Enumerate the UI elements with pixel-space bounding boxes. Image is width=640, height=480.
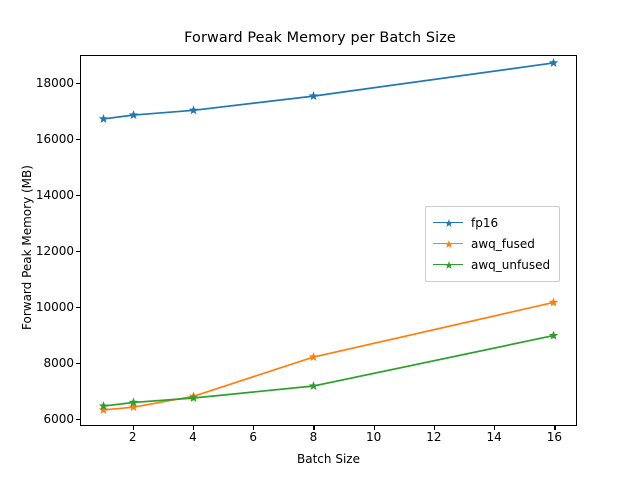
x-tick-label: 16 (546, 430, 563, 444)
data-point-marker (548, 57, 559, 67)
legend-item-awq_unfused[interactable]: ★ awq_unfused (433, 254, 550, 275)
plot-area (80, 55, 577, 426)
y-tick-mark (76, 363, 80, 365)
star-icon: ★ (444, 258, 454, 272)
data-point-marker (128, 110, 139, 120)
data-point-marker (308, 91, 319, 101)
x-tick-label: 14 (486, 430, 502, 444)
x-tick-mark (253, 426, 255, 430)
legend-swatch-icon: ★ (433, 238, 463, 250)
legend-label: awq_fused (471, 236, 535, 251)
x-tick-label: 10 (366, 430, 382, 444)
x-tick-mark (132, 426, 134, 430)
y-tick-label: 14000 (35, 188, 74, 202)
x-tick-mark (494, 426, 496, 430)
series-line-awq_fused (103, 301, 554, 411)
data-point-marker (128, 397, 139, 407)
y-tick-mark (76, 83, 80, 85)
data-point-marker (188, 393, 199, 403)
series-line-fp16 (103, 62, 554, 120)
y-tick-mark (76, 251, 80, 253)
x-tick-mark (313, 426, 315, 430)
data-point-marker (128, 402, 139, 412)
data-point-marker (98, 404, 109, 414)
series-line-awq_unfused (103, 334, 554, 407)
y-tick-mark (76, 307, 80, 309)
star-icon: ★ (444, 237, 454, 251)
chart-title: Forward Peak Memory per Batch Size (184, 30, 456, 46)
legend-line (433, 242, 463, 245)
plot-lines (98, 57, 559, 414)
legend-line (433, 263, 463, 266)
y-tick-mark (76, 139, 80, 141)
data-point-marker (548, 297, 559, 307)
x-tick-label: 2 (128, 430, 137, 444)
x-tick-label: 6 (249, 430, 258, 444)
x-tick-mark (433, 426, 436, 430)
y-tick-label: 18000 (35, 76, 74, 90)
x-axis-label: Batch Size (297, 452, 360, 466)
x-tick-label: 8 (309, 430, 318, 444)
y-tick-mark (76, 195, 80, 197)
data-point-marker (98, 113, 109, 123)
x-tick-mark (373, 426, 375, 430)
chart-legend: ★ fp16 ★ awq_fused ★ awq_unfused (425, 206, 561, 282)
x-tick-label: 4 (189, 430, 197, 444)
y-tick-mark (76, 419, 80, 421)
data-point-marker (308, 352, 319, 362)
y-axis-label: Forward Peak Memory (MB) (20, 165, 34, 330)
x-tick-label: 12 (426, 430, 442, 444)
y-tick-label: 12000 (35, 244, 74, 258)
data-point-marker (188, 105, 199, 115)
data-point-marker (308, 381, 319, 391)
data-point-marker (548, 330, 559, 340)
legend-label: fp16 (471, 215, 499, 230)
legend-item-awq_fused[interactable]: ★ awq_fused (433, 233, 550, 254)
star-icon: ★ (444, 216, 454, 230)
legend-line (433, 221, 463, 224)
y-tick-label: 16000 (35, 132, 74, 146)
legend-item-fp16[interactable]: ★ fp16 (433, 212, 550, 233)
y-tick-label: 8000 (43, 356, 74, 370)
y-tick-label: 10000 (35, 300, 74, 314)
y-tick-label: 6000 (43, 412, 74, 426)
legend-swatch-icon: ★ (433, 259, 463, 271)
legend-swatch-icon: ★ (433, 217, 463, 229)
x-tick-mark (554, 426, 556, 430)
legend-label: awq_unfused (471, 257, 551, 272)
x-tick-mark (192, 426, 195, 430)
data-point-marker (98, 401, 109, 411)
